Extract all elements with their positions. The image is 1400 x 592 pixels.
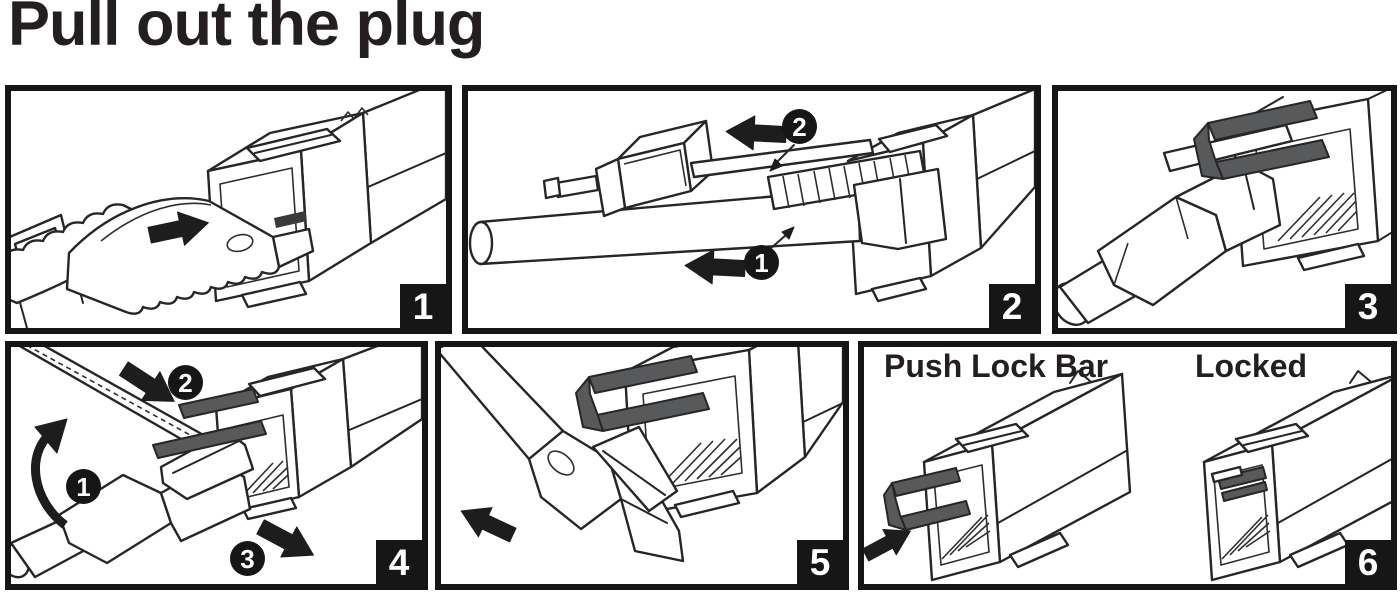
step-panel-6: Push Lock Bar Locked 6: [858, 341, 1397, 590]
caption-push-lock-bar: Push Lock Bar: [884, 348, 1109, 384]
step-panel-5: 5: [435, 341, 849, 590]
lock-bar: [1162, 100, 1330, 180]
step-1-illustration: [11, 91, 446, 328]
step-marker-1: 1: [744, 245, 779, 280]
latch-cover-piece: [542, 119, 875, 218]
rotate-arrow-icon: [31, 418, 68, 529]
push-arrow-icon: [864, 529, 911, 562]
panel-number-badge: 5: [797, 540, 843, 584]
step-panel-4: 1 2 3 4: [5, 341, 428, 590]
step-6-illustration: [864, 370, 1391, 582]
page-title: Pull out the plug: [8, 0, 485, 59]
panel-number-badge: 2: [989, 284, 1035, 328]
step-3-illustration: [1058, 91, 1391, 326]
step-4-illustration: [11, 347, 422, 579]
plug-body: [11, 429, 255, 579]
jack-locked: [1202, 370, 1391, 582]
step-marker-2: 2: [782, 109, 817, 144]
plug-body: [1096, 161, 1282, 307]
latch-lever: [65, 197, 315, 315]
panel-number-badge: 6: [1345, 540, 1391, 584]
pointer-line-1: [769, 226, 795, 250]
step-marker-1: 1: [66, 469, 101, 504]
pull-arrow-top-icon: [725, 115, 787, 151]
pointer-line-2: [769, 144, 795, 172]
push-arrow-icon: [147, 211, 209, 246]
panel-number-badge: 3: [1345, 284, 1391, 328]
caption-locked: Locked: [1195, 348, 1308, 384]
panel-number-badge: 1: [400, 284, 446, 328]
step-panel-2: 2 1 2: [462, 85, 1041, 334]
panel-number-badge: 4: [376, 540, 422, 584]
step-panel-1: 1: [5, 85, 452, 334]
step-2-illustration: [468, 91, 1035, 303]
step-5-illustration: [441, 347, 843, 563]
jack-push-lock-bar: [883, 370, 1132, 582]
lock-bar: [575, 355, 710, 432]
push-arrow-icon: [118, 361, 175, 402]
step-marker-2: 2: [168, 365, 203, 400]
removed-plug: [441, 347, 685, 563]
step-marker-3: 3: [230, 541, 265, 576]
pull-arrow-icon: [256, 519, 314, 558]
lock-bar: [152, 388, 267, 459]
plug-body: [766, 149, 948, 251]
step-panel-3: 3: [1052, 85, 1397, 334]
remove-arrow-icon: [460, 507, 517, 543]
pull-arrow-bottom-icon: [684, 249, 746, 285]
